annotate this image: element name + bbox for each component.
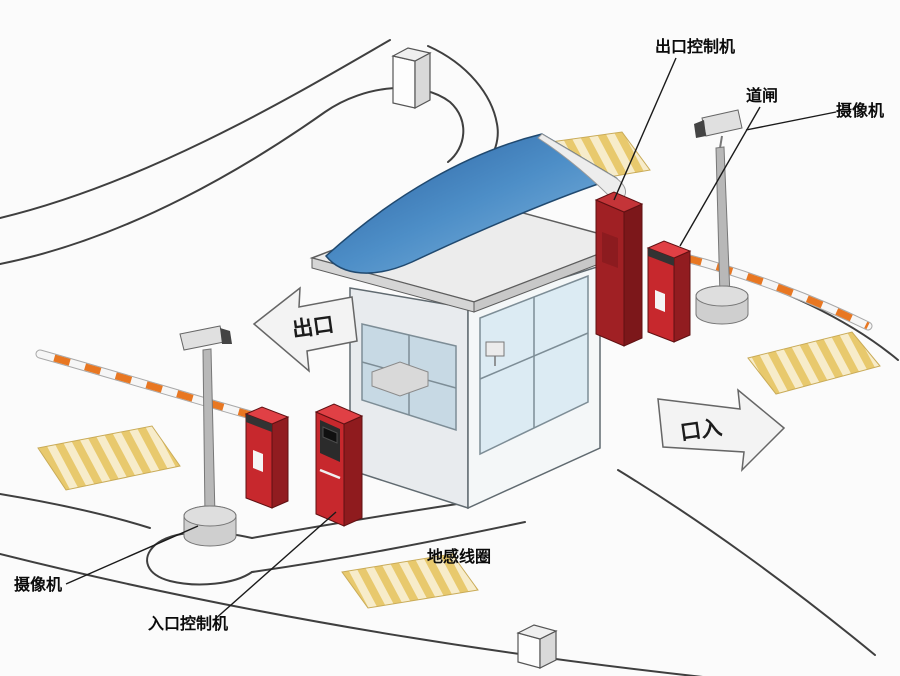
exit-barrier-machine-cap (648, 248, 674, 266)
interior-monitor (485, 341, 505, 357)
label-ground-coil: 地感线圈 (427, 547, 491, 566)
entrance-controller-card-slot (319, 468, 341, 480)
camera-left-base-top (183, 505, 237, 527)
ground-coil-left (37, 425, 181, 491)
guard-booth (309, 133, 633, 510)
entrance-controller-top (314, 403, 364, 425)
exit-controller-side (623, 203, 643, 347)
camera-left-lens (220, 328, 232, 344)
exit-controller-panel (602, 232, 618, 268)
entrance-controller-display (322, 426, 338, 444)
entrance-barrier-machine-label (253, 450, 263, 472)
leader-camera-left (65, 525, 199, 585)
curb-top-outer (0, 39, 391, 219)
ground-coil-right (747, 331, 881, 395)
label-exit-controller: 出口控制机 (655, 37, 735, 56)
booth-canopy (324, 133, 618, 274)
camera-right-base-top (695, 285, 749, 307)
exit-controller-top (594, 191, 644, 213)
entrance-barrier-machine-cap (246, 414, 272, 432)
leader-entrance-controller (213, 511, 337, 621)
pillar-bottom-cap (516, 624, 558, 640)
pillar-top-cap (391, 47, 432, 62)
leader-lines (65, 57, 837, 621)
camera-right-lens (694, 120, 706, 138)
label-entrance-controller: 入口控制机 (148, 614, 228, 633)
exit-equipment (594, 109, 873, 347)
entrance-barrier-machine-top (244, 406, 290, 425)
exit-barrier-machine-side (673, 250, 691, 343)
island-edge-top (251, 501, 471, 539)
road-curbs (0, 39, 899, 676)
leader-exit-controller (613, 57, 677, 201)
exit-controller-front (595, 199, 625, 347)
curb-bottom-inner-left (0, 493, 151, 529)
ground-coil-bottom (341, 553, 479, 609)
pillar-top-side (414, 52, 431, 109)
exit-direction-arrow (252, 286, 358, 373)
entrance-direction-arrow (657, 388, 786, 473)
entrance-barrier-arm-stripes (39, 350, 255, 420)
leader-camera-right (745, 111, 837, 131)
exit-barrier-machine-label (655, 290, 665, 312)
callout-labels: 出口控制机 道闸 摄像机 摄像机 入口控制机 地感线圈 (14, 37, 884, 633)
island-edge-bottom (251, 521, 526, 573)
pillars (391, 47, 558, 669)
entrance-controller-side (343, 415, 363, 527)
curb-right-lower (617, 469, 876, 656)
label-camera-left: 摄像机 (14, 575, 62, 594)
curb-bottom-outer (0, 553, 703, 676)
curb-top-inner (0, 86, 465, 265)
exit-barrier-arm-stripes (685, 254, 870, 330)
label-camera-right: 摄像机 (836, 101, 884, 120)
interior-desk (371, 361, 429, 397)
camera-right-mount (719, 135, 723, 149)
direction-signs: 出口 口入 (252, 286, 786, 473)
entrance-equipment (35, 325, 364, 547)
entrance-barrier-machine-side (271, 416, 289, 509)
label-barrier-gate: 道闸 (746, 86, 778, 105)
front-window-mullion-h (479, 332, 589, 380)
pillar-top-front (392, 55, 416, 109)
